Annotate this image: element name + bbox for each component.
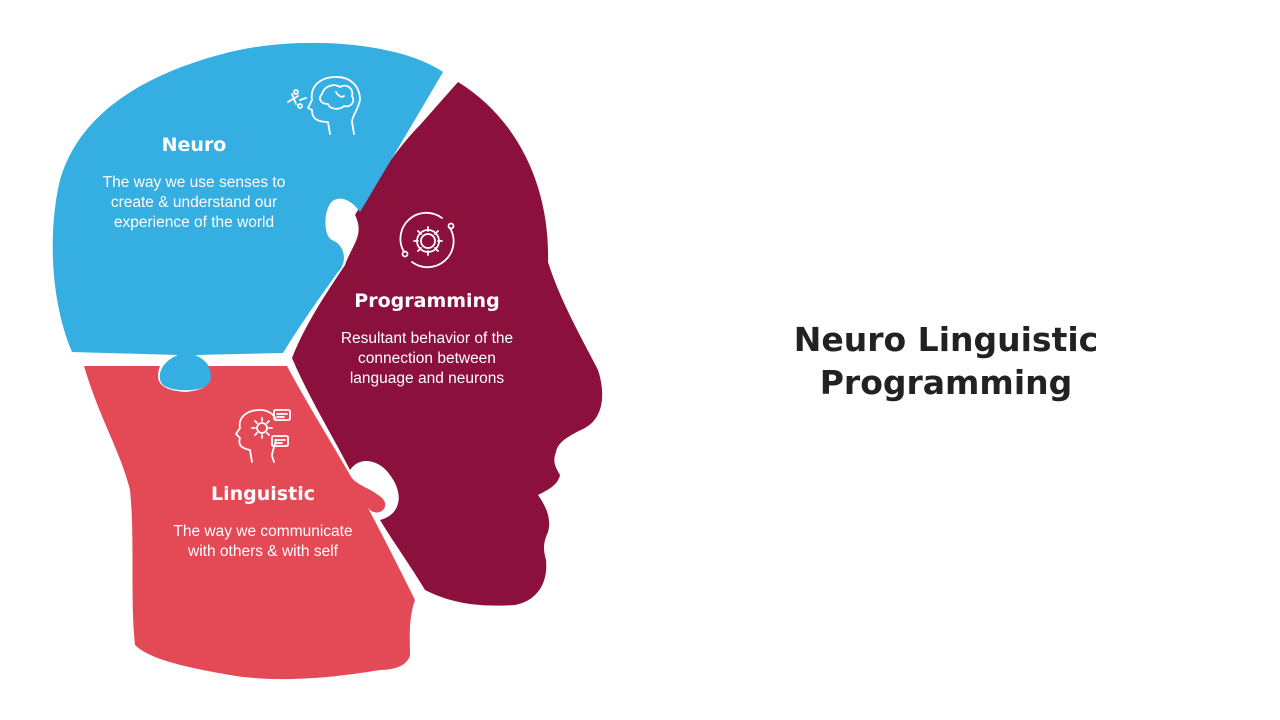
linguistic-title: Linguistic [148,482,378,506]
neuro-description: The way we use senses to create & unders… [78,173,310,233]
programming-description: Resultant behavior of the connection bet… [310,329,544,389]
slide-title-line-2: Programming [820,363,1073,402]
programming-text-block: Programming Resultant behavior of the co… [310,289,544,389]
neuro-text-block: Neuro The way we use senses to create & … [78,133,310,233]
programming-desc-line: Resultant behavior of the [341,330,513,347]
neuro-desc-line: experience of the world [114,214,274,231]
neuro-desc-line: The way we use senses to [103,174,286,191]
linguistic-desc-line: with others & with self [188,543,338,560]
slide-title-line-1: Neuro Linguistic [794,320,1098,359]
programming-desc-line: language and neurons [350,370,504,387]
linguistic-desc-line: The way we communicate [173,523,352,540]
linguistic-description: The way we communicate with others & wit… [148,522,378,562]
neuro-title: Neuro [78,133,310,157]
neuro-desc-line: create & understand our [111,194,277,211]
slide-title: Neuro Linguistic Programming [726,318,1166,404]
programming-title: Programming [310,289,544,313]
programming-desc-line: connection between [358,350,496,367]
linguistic-text-block: Linguistic The way we communicate with o… [148,482,378,562]
